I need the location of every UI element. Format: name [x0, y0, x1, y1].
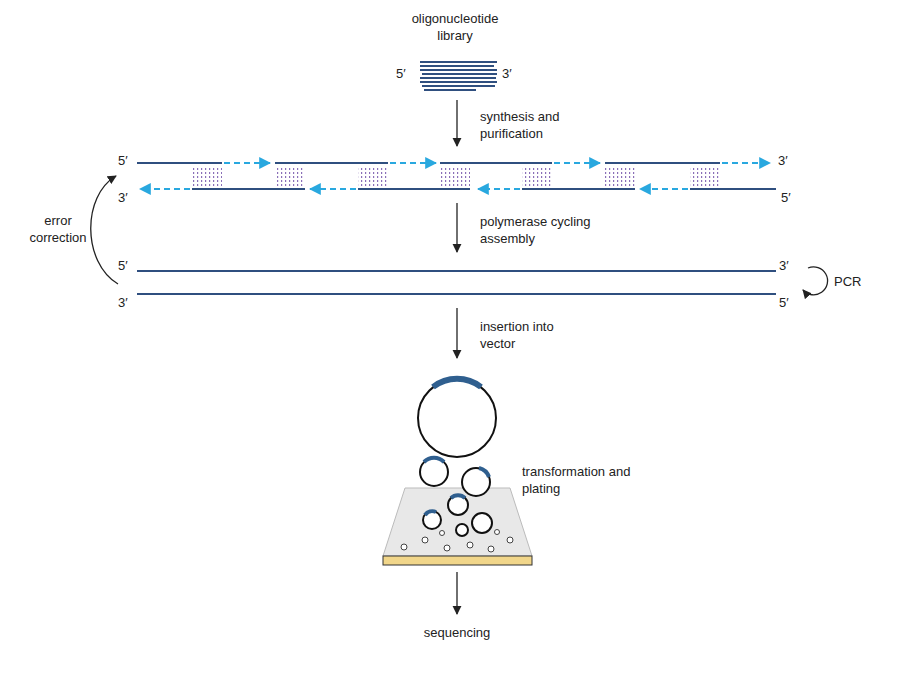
extension-arrow — [554, 162, 600, 164]
step-label: sequencing — [407, 624, 507, 641]
extension-arrow — [140, 188, 190, 190]
oligo-line — [420, 81, 497, 83]
oligo-line — [422, 85, 495, 87]
step-label: PCR — [834, 273, 861, 290]
overlap-hatch — [522, 166, 552, 187]
strand-end: 5′ — [396, 65, 406, 82]
oligo-strand — [275, 162, 388, 164]
oligo-strand — [358, 188, 470, 190]
oligo-line — [420, 65, 494, 67]
step-label: polymerase cycling assembly — [480, 213, 600, 247]
oligo-line — [422, 73, 497, 75]
step-label: synthesis and purification — [480, 108, 592, 142]
strand-end: 5′ — [781, 189, 791, 206]
step-label: transformation and plating — [522, 463, 634, 497]
strand-end: 5′ — [118, 152, 128, 169]
oligo-strand — [522, 188, 635, 190]
strand-end: 3′ — [118, 189, 128, 206]
oligo-line — [420, 61, 497, 63]
overlap-hatch — [192, 166, 222, 187]
extension-arrow — [390, 162, 436, 164]
strand-end: 3′ — [502, 65, 512, 82]
oligo-strand — [690, 188, 776, 190]
overlap-hatch — [440, 166, 470, 187]
overlap-hatch — [690, 166, 720, 187]
strand-end: 3′ — [779, 257, 789, 274]
strand-end: 3′ — [118, 294, 128, 311]
overlap-hatch — [605, 166, 635, 187]
strand-end: 5′ — [118, 257, 128, 274]
extension-arrow — [478, 188, 520, 190]
extension-arrow — [640, 188, 688, 190]
extension-arrow — [224, 162, 270, 164]
oligo-line — [420, 69, 497, 71]
oligo-strand — [137, 162, 222, 164]
overlap-hatch — [358, 166, 388, 187]
step-label: error correction — [18, 212, 98, 246]
strand-end: 3′ — [778, 152, 788, 169]
extension-arrow — [310, 188, 356, 190]
step-label: insertion into vector — [480, 318, 572, 352]
oligo-strand — [192, 188, 305, 190]
oligo-line — [424, 89, 476, 91]
overlap-hatch — [275, 166, 305, 187]
extension-arrow — [722, 162, 770, 164]
step-label: oligonucleotide library — [400, 10, 510, 44]
oligo-strand — [440, 162, 552, 164]
strand-end: 5′ — [779, 294, 789, 311]
oligo-line — [420, 77, 496, 79]
oligo-strand — [605, 162, 720, 164]
